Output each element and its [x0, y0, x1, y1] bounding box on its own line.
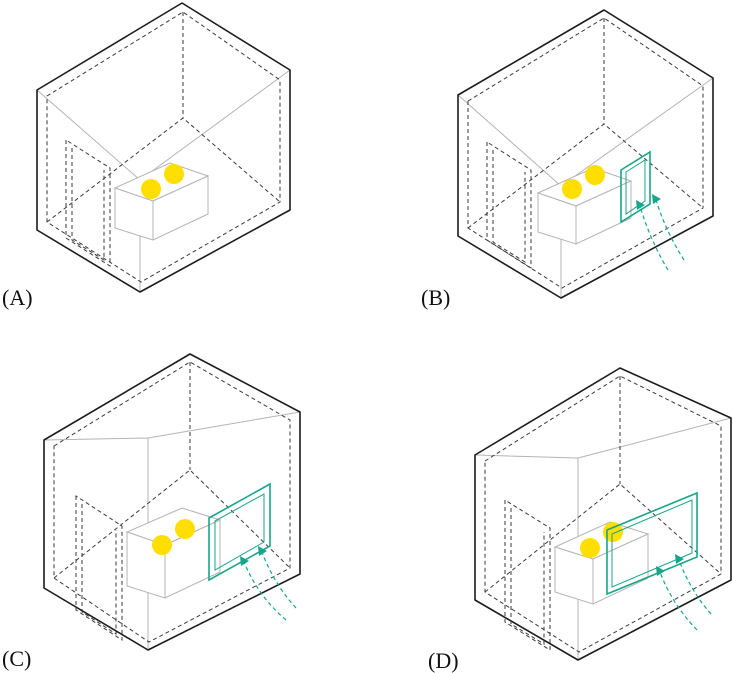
- light-bulb: [164, 164, 184, 184]
- panel-label-a: (A): [2, 285, 33, 310]
- light-bulb: [580, 538, 600, 558]
- lights-d: [580, 522, 623, 558]
- window-b: [620, 150, 651, 224]
- airflow-arrows-b: [636, 194, 685, 271]
- panel-label-b: (B): [421, 285, 450, 310]
- window-c: [208, 482, 271, 582]
- room-a: [36, 2, 291, 293]
- panel-a: (A): [2, 2, 291, 310]
- airflow-arrows-d: [656, 554, 712, 631]
- room-b: [457, 9, 714, 299]
- light-bulb: [141, 179, 161, 199]
- lights-a: [141, 164, 184, 199]
- room-c: [43, 353, 301, 651]
- light-bulb: [603, 522, 623, 542]
- light-bulb: [152, 535, 172, 555]
- lights-b: [562, 165, 605, 199]
- light-bulb: [175, 519, 195, 539]
- light-bulb: [562, 179, 582, 199]
- room-d: [474, 367, 732, 661]
- window-d: [606, 491, 698, 596]
- panel-label-d: (D): [428, 648, 459, 673]
- airflow-arrows-c: [240, 546, 297, 621]
- panel-d: (D): [428, 367, 732, 673]
- panel-label-c: (C): [2, 646, 31, 671]
- panel-c: (C): [2, 353, 301, 671]
- panel-b: (B): [421, 9, 714, 310]
- lights-c: [152, 519, 195, 555]
- light-bulb: [585, 165, 605, 185]
